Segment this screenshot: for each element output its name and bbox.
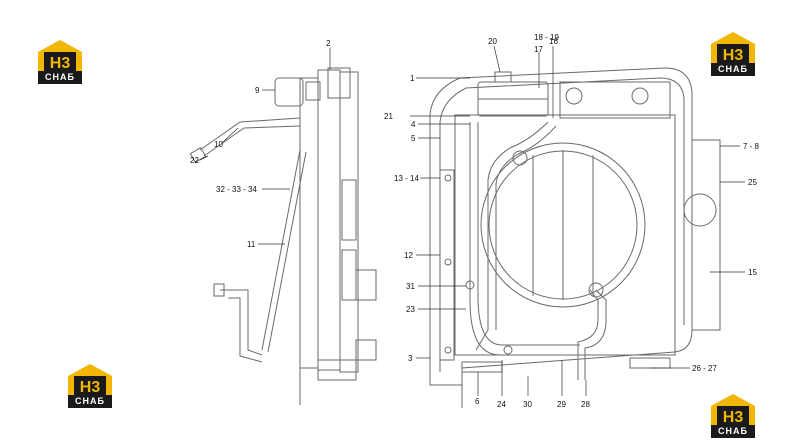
part-label: 28 (581, 400, 590, 409)
outlet-pipe-28-inner (577, 289, 599, 380)
outlet-clamp (588, 282, 604, 298)
company-logo: H3 СНАБ (705, 30, 761, 78)
part-label: 18 - 19 (534, 33, 559, 42)
part-label: 5 (411, 134, 416, 143)
company-logo: H3 СНАБ (705, 392, 761, 440)
logo-text: СНАБ (711, 425, 755, 438)
side-bottom-mount (317, 359, 357, 381)
part-label: 3 (408, 354, 413, 363)
lower-pipe-side (220, 289, 263, 356)
part-label: 31 (406, 282, 415, 291)
part-label: 4 (411, 120, 416, 129)
panel-cutout (683, 193, 717, 227)
part-label: 10 (214, 140, 223, 149)
side-top-bracket (327, 67, 351, 99)
side-top-cap (305, 81, 321, 101)
leader-23 (199, 155, 209, 161)
filler-cap (494, 71, 512, 83)
part-label: 17 (534, 45, 543, 54)
part-labels: 2 9 10 22 32 - 33 - 34 11 1 20 18 - 19 1… (190, 33, 760, 409)
rod-11 (261, 149, 301, 351)
left-tube-21 (469, 122, 580, 356)
part-label: 16 (549, 37, 558, 46)
logo-text: СНАБ (68, 395, 112, 408)
part-label: 23 (406, 305, 415, 314)
top-port-right (631, 87, 649, 105)
side-frame-core (317, 69, 341, 371)
inlet-clamp (512, 150, 528, 166)
side-bracket-3 (355, 269, 377, 301)
front-view (429, 67, 721, 408)
part-label: 9 (255, 86, 260, 95)
house-logo-icon: H3 (68, 364, 112, 396)
part-label: 7 - 8 (743, 142, 760, 151)
part-label: 29 (557, 400, 566, 409)
part-label: 15 (748, 268, 757, 277)
logo-text: СНАБ (711, 63, 755, 76)
logo-text: СНАБ (38, 71, 82, 84)
outlet-pipe-28 (584, 289, 607, 380)
part-label: 13 - 14 (394, 174, 419, 183)
expansion-tank-side (274, 77, 304, 107)
side-bracket-4 (355, 339, 377, 361)
hose-10 (199, 117, 301, 151)
house-logo-icon: H3 (38, 40, 82, 72)
outer-shroud (429, 67, 693, 386)
bottom-bracket-26 (629, 357, 671, 369)
part-label: 24 (497, 400, 506, 409)
inner-shroud (439, 77, 685, 372)
company-logo: H3 СНАБ (62, 362, 118, 410)
part-label: 11 (247, 240, 256, 249)
part-label: 1 (410, 74, 415, 83)
part-label: 25 (748, 178, 757, 187)
hose-10-inner (203, 125, 301, 157)
rail-bolt-bottom (444, 346, 452, 354)
part-label: 30 (523, 400, 532, 409)
top-cooler (559, 81, 671, 119)
rail-bolt-mid (444, 258, 452, 266)
side-frame-rear (339, 71, 359, 373)
part-label: 26 - 27 (692, 364, 717, 373)
side-bracket-1 (341, 179, 357, 241)
side-bracket-2 (341, 249, 357, 301)
clamp-22 (503, 345, 513, 355)
part-label: 20 (488, 37, 497, 46)
svg-text:H3: H3 (50, 55, 71, 72)
left-tube-21-inner (477, 122, 580, 346)
house-logo-icon: H3 (711, 32, 755, 64)
svg-text:H3: H3 (723, 409, 744, 426)
part-label: 32 - 33 - 34 (216, 185, 257, 194)
rail-bolt-top (444, 174, 452, 182)
house-logo-icon: H3 (711, 394, 755, 426)
side-frame-front (299, 77, 319, 369)
part-label: 6 (475, 397, 480, 406)
svg-text:H3: H3 (723, 47, 744, 64)
part-label: 2 (326, 39, 331, 48)
leader-lines (199, 45, 745, 396)
top-port-left (565, 87, 583, 105)
company-logo: H3 СНАБ (32, 38, 88, 86)
leader-10 (221, 127, 239, 144)
clamp-31 (465, 280, 475, 290)
rod-11-inner (267, 151, 307, 353)
bottom-bracket-6 (461, 361, 503, 373)
hose-15 (475, 121, 549, 351)
lower-pipe-side-inner (228, 297, 263, 363)
part-label: 21 (384, 112, 393, 121)
fan-ring-outer (480, 142, 646, 308)
leader-20 (493, 45, 501, 73)
left-rail (439, 169, 455, 361)
hose-15-inner (495, 125, 557, 330)
part-label: 22 (190, 156, 199, 165)
side-view (189, 67, 377, 405)
side-panel-24-25 (692, 139, 721, 331)
pipe-flange (213, 283, 225, 297)
part-label: 12 (404, 251, 413, 260)
hose-clamp-23 (189, 146, 207, 164)
svg-text:H3: H3 (80, 379, 101, 396)
